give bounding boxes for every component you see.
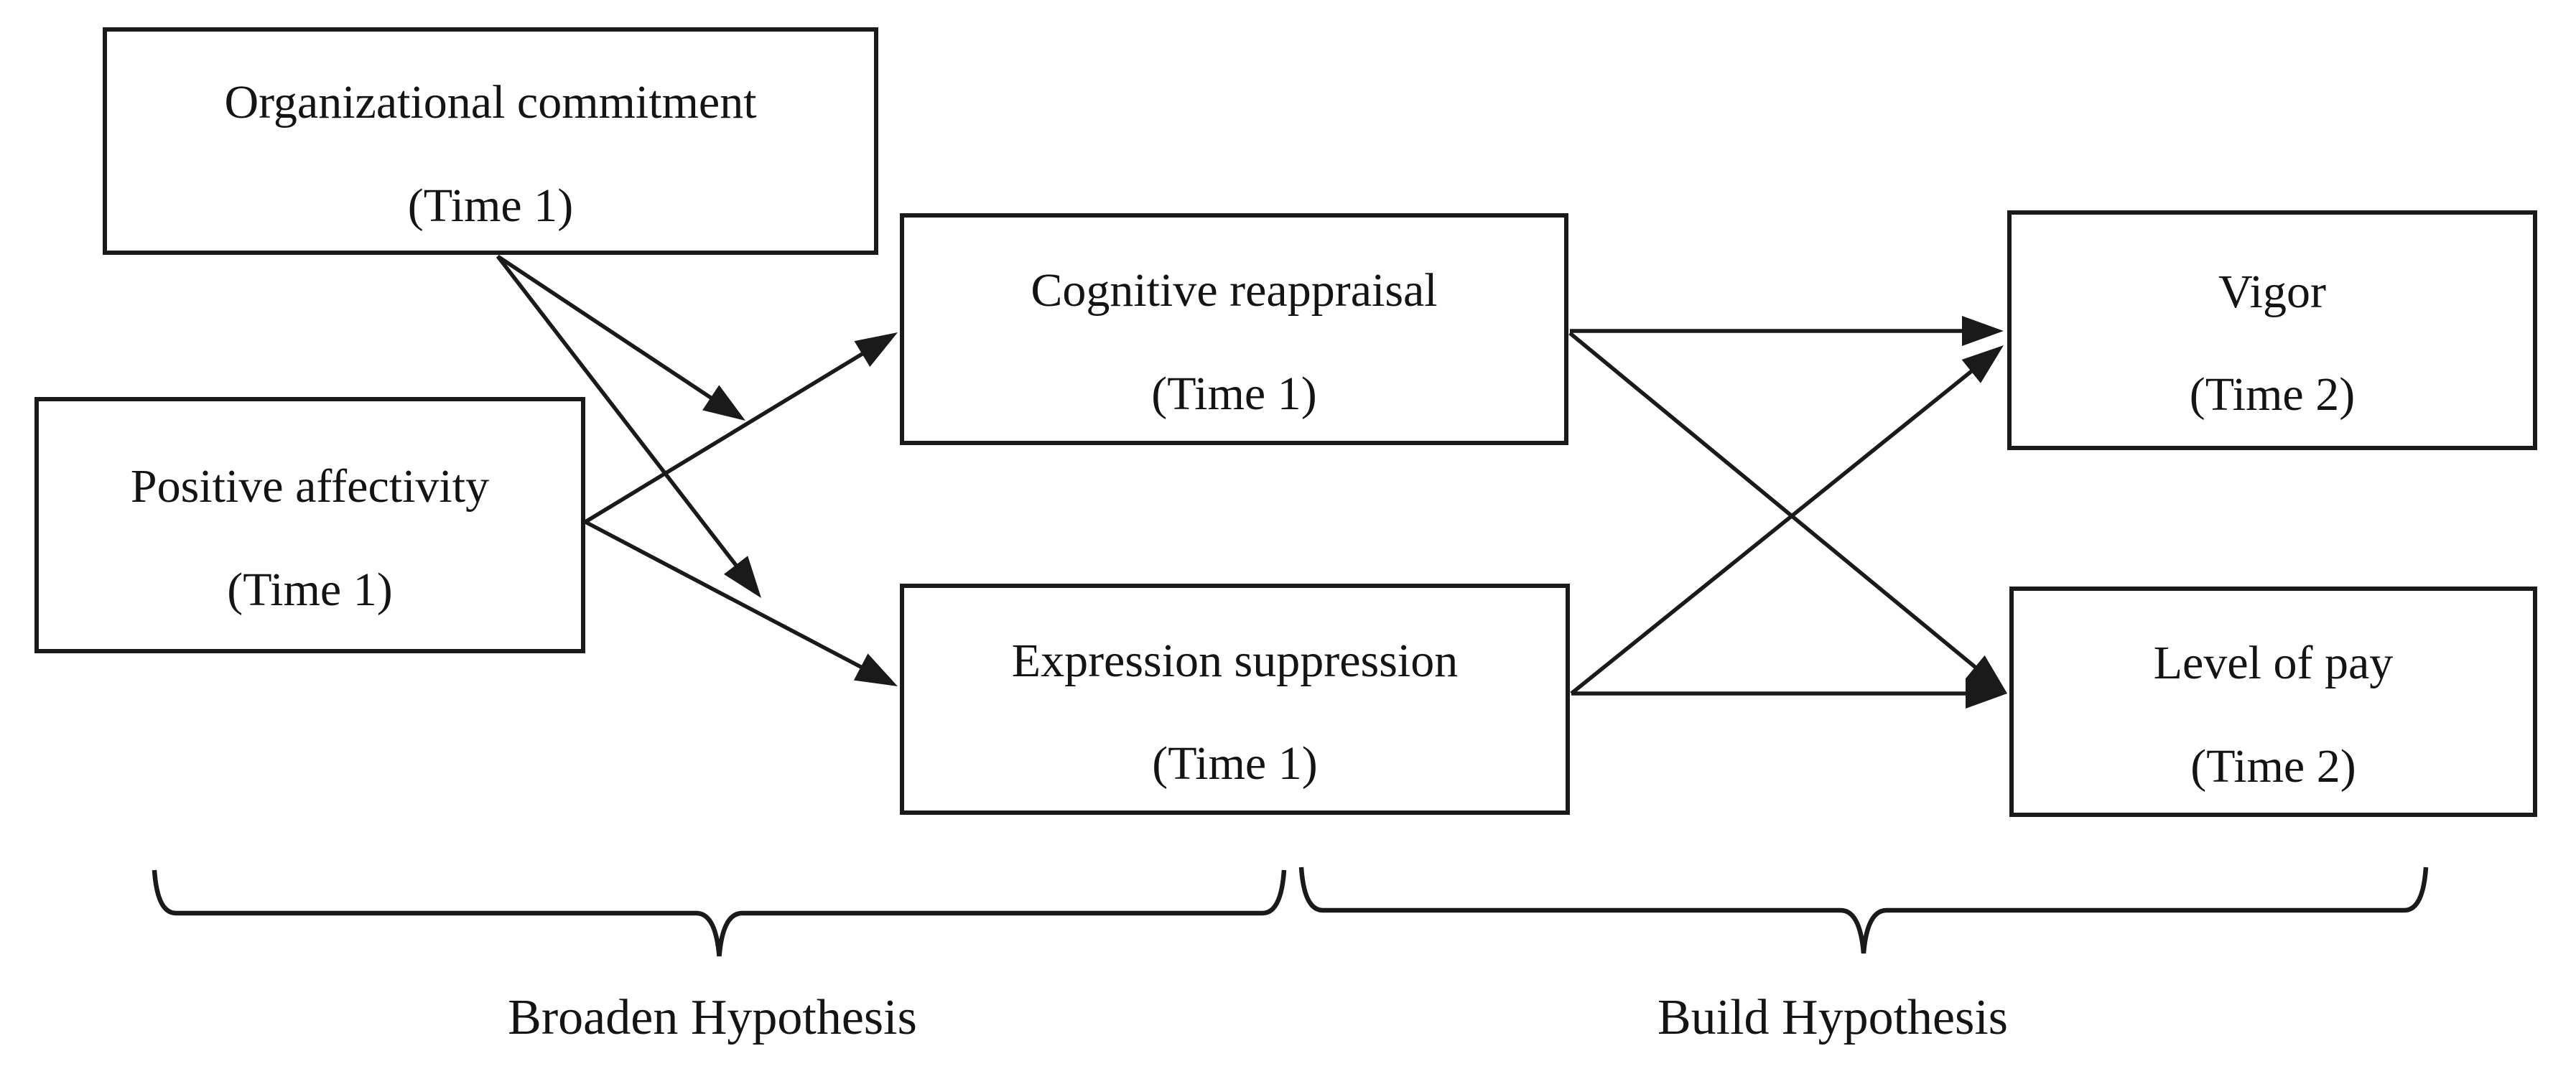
box-sublabel: (Time 2) bbox=[2190, 739, 2356, 793]
box-label: Vigor bbox=[2218, 265, 2326, 318]
arrowhead-icon bbox=[1961, 345, 2004, 383]
arrowhead-icon bbox=[854, 332, 898, 368]
arrow-shaft bbox=[584, 340, 883, 524]
arrow-shaft bbox=[496, 255, 752, 585]
broaden-hypothesis-label: Broaden Hypothesis bbox=[508, 990, 917, 1045]
build-hypothesis-label: Build Hypothesis bbox=[1657, 990, 2009, 1045]
arrowhead-icon bbox=[1965, 655, 2007, 693]
arrowhead-icon bbox=[723, 556, 761, 598]
arrow-positive-affectivity-to-cognitive-reappraisal bbox=[584, 332, 898, 524]
box-sublabel: (Time 1) bbox=[227, 563, 393, 616]
arrow-expression-suppression-to-level-of-pay bbox=[1571, 678, 2007, 709]
arrow-organizational-commitment-to-expression-suppression bbox=[496, 255, 761, 598]
box-label: Positive affectivity bbox=[130, 460, 490, 513]
arrow-positive-affectivity-to-expression-suppression bbox=[584, 520, 898, 686]
box-sublabel: (Time 1) bbox=[1152, 737, 1318, 790]
arrow-cognitive-reappraisal-to-level-of-pay bbox=[1568, 331, 2007, 693]
box-label: Level of pay bbox=[2153, 637, 2394, 690]
brace-build-hypothesis bbox=[1298, 867, 2429, 954]
box-expression-suppression: Expression suppression (Time 1) bbox=[900, 584, 1570, 815]
box-label: Expression suppression bbox=[1011, 634, 1459, 687]
arrow-shaft bbox=[496, 254, 731, 412]
box-sublabel: (Time 1) bbox=[407, 179, 574, 232]
arrowhead-icon bbox=[853, 653, 898, 686]
arrowhead-icon bbox=[1962, 316, 2004, 346]
box-organizational-commitment: Organizational commitment (Time 1) bbox=[103, 27, 878, 255]
box-cognitive-reappraisal: Cognitive reappraisal (Time 1) bbox=[900, 213, 1568, 445]
arrowhead-icon bbox=[1966, 678, 2007, 709]
arrow-organizational-commitment-to-cognitive-reappraisal bbox=[496, 254, 745, 421]
box-label: Organizational commitment bbox=[224, 76, 757, 129]
box-label: Cognitive reappraisal bbox=[1031, 264, 1438, 317]
arrow-shaft bbox=[584, 520, 883, 680]
box-vigor: Vigor (Time 2) bbox=[2007, 210, 2537, 450]
arrow-shaft bbox=[1568, 331, 1994, 683]
arrow-shaft bbox=[1570, 355, 1991, 696]
arrowhead-icon bbox=[702, 385, 745, 421]
brace-broaden-hypothesis bbox=[152, 869, 1287, 957]
box-level-of-pay: Level of pay (Time 2) bbox=[2009, 587, 2537, 817]
box-sublabel: (Time 1) bbox=[1151, 367, 1317, 420]
box-sublabel: (Time 2) bbox=[2189, 368, 2356, 421]
arrow-cognitive-reappraisal-to-vigor bbox=[1570, 316, 2004, 346]
arrow-expression-suppression-to-vigor bbox=[1570, 345, 2004, 696]
box-positive-affectivity: Positive affectivity (Time 1) bbox=[34, 397, 585, 653]
